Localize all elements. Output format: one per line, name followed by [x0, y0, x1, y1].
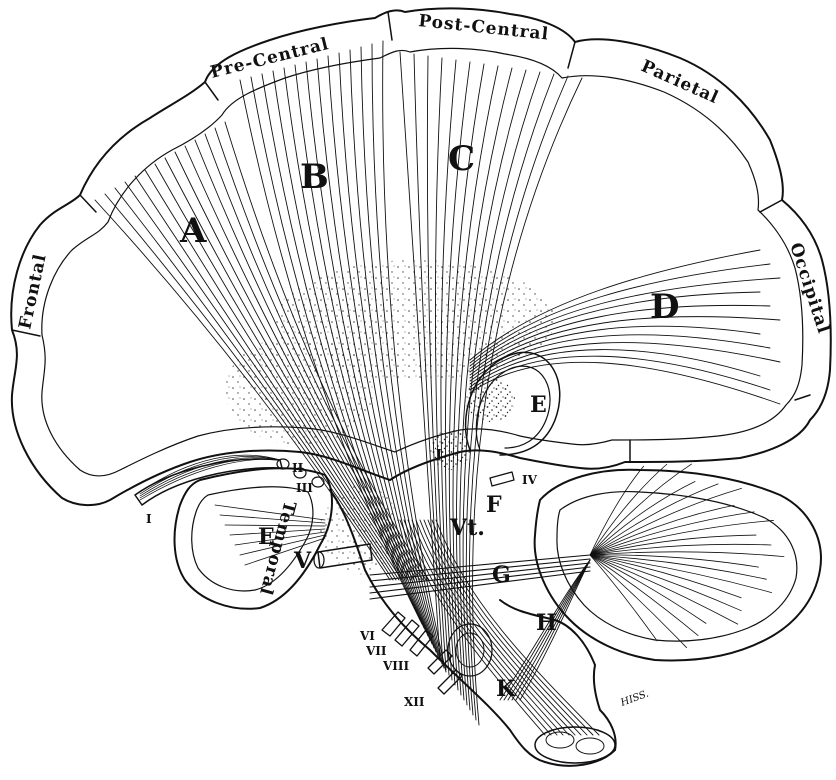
cerebellum [535, 464, 821, 660]
tract-label-f: F [486, 492, 502, 518]
facial-nerve [395, 620, 419, 646]
nerve-stub [312, 477, 324, 487]
sulcus [760, 200, 782, 212]
sulcus [12, 330, 40, 336]
label-pre-central: Pre-Central [208, 34, 331, 83]
tract-label-k: K [496, 676, 516, 702]
sulcus [80, 195, 96, 212]
nerve-label-viii: VIII [382, 659, 410, 673]
fibre-e-temporal [215, 505, 325, 520]
cerebellum-outer [535, 470, 821, 661]
artist-signature: HISS. [618, 689, 650, 710]
sulcus [568, 42, 575, 68]
tract-label-d: D [650, 287, 679, 327]
tract-label-e-lower: E [258, 524, 275, 550]
hypoglossal-nerve-lower [438, 670, 462, 694]
tract-label-b: B [300, 157, 329, 197]
label-occipital: Occipital [785, 240, 833, 336]
sulcus [795, 395, 810, 400]
sulcus [205, 82, 218, 100]
cerebellar-ray [590, 466, 644, 555]
cerebellar-ray [590, 552, 784, 557]
spinal-cord-tract [576, 738, 604, 754]
nerve-label-vii: VII [365, 644, 387, 658]
lenticular-cloud [225, 335, 375, 445]
fibre-tracts [95, 41, 780, 735]
nerve-label-iv: IV [522, 473, 538, 487]
tract-label-vt: Vt. [449, 515, 485, 541]
tract-label-e-upper: E [530, 392, 547, 418]
sulcus [388, 12, 392, 40]
label-frontal: Frontal [15, 252, 51, 331]
nerve-label-xii: XII [404, 695, 425, 709]
nerve-label-iii: III [296, 481, 313, 495]
tract-label-g: G [492, 562, 511, 588]
tract-label-a: A [179, 211, 207, 251]
label-post-central: Post-Central [417, 11, 550, 45]
tract-label-j: J [435, 447, 442, 461]
cerebellar-ray [590, 555, 738, 624]
nerve-label-v: V [293, 548, 312, 574]
fibre-e-temporal [220, 515, 325, 523]
spinal-cord-section [535, 727, 615, 763]
nerve-label-vi: VI [359, 629, 375, 643]
nerve-label-i: I [146, 512, 152, 526]
trochlear-nerve [490, 472, 514, 486]
tract-label-h: H [536, 610, 557, 636]
nerve-label-ii: II [292, 461, 304, 475]
olfactory-tract [135, 459, 282, 505]
cerebellar-ray [590, 488, 741, 555]
fibre-stem [428, 520, 587, 735]
cerebellar-ray [590, 555, 741, 611]
tract-label-c: C [448, 139, 475, 179]
